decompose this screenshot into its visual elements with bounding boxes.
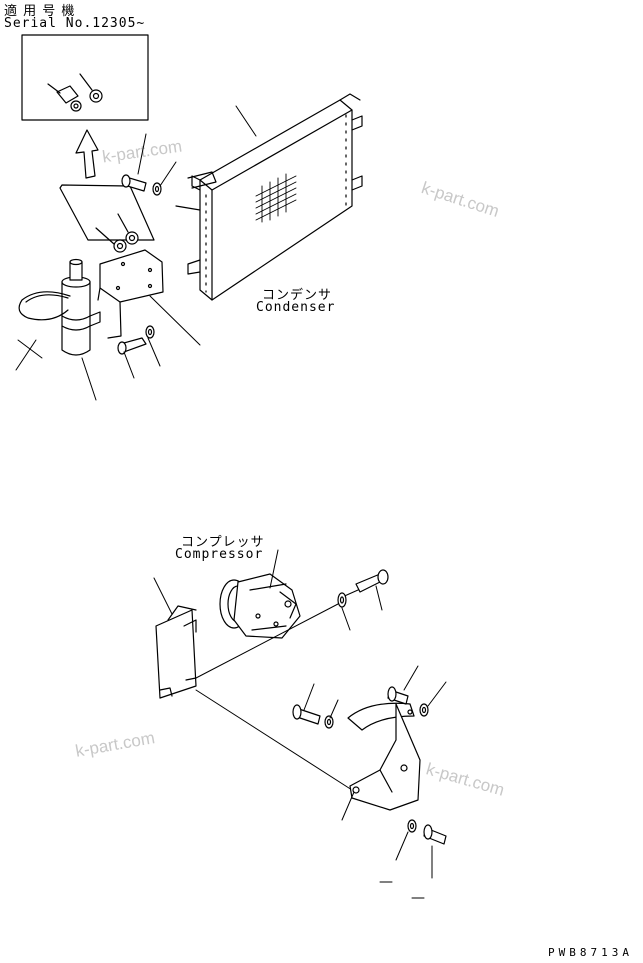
- figure-code: PWB8713A: [548, 946, 633, 959]
- compressor-bolt-upper: [356, 570, 388, 592]
- receiver-bracket-detail: [60, 185, 154, 252]
- receiver-bolt: [118, 338, 146, 354]
- receiver-mount-plate: [98, 250, 163, 338]
- detail-up-arrow: [76, 130, 98, 178]
- condenser-bolt-top: [122, 175, 146, 191]
- receiver-clamp-band: [19, 292, 70, 320]
- bracket-bolt-right: [388, 687, 408, 704]
- condenser: [176, 94, 362, 300]
- bracket-washer-right: [420, 704, 428, 716]
- applicable-serial-label-jp: 適 用 号 機: [4, 4, 76, 19]
- compressor-label-en: Compressor: [175, 547, 264, 562]
- serial-inset-detail-box: [22, 35, 148, 120]
- bracket-washer-bottom: [408, 820, 416, 832]
- compressor-mount-bracket-lower: [348, 703, 420, 810]
- serial-number-label: Serial No.12305~: [4, 16, 146, 31]
- leader-lines-upper: [16, 106, 256, 400]
- leader-lines-lower: [154, 550, 446, 898]
- compressor-washer-upper: [338, 593, 346, 607]
- condenser-washer-top: [153, 183, 161, 195]
- compressor-mount-bracket-left: [156, 606, 196, 698]
- condenser-label-jp: コンデンサ: [262, 288, 333, 303]
- condenser-label-en: Condenser: [256, 300, 336, 315]
- bracket-washer-mid: [325, 716, 333, 728]
- compressor: [220, 574, 300, 638]
- receiver-washer: [146, 326, 154, 338]
- compressor-label-jp: コンプレッサ: [181, 535, 265, 550]
- bracket-bolt-bottom: [424, 825, 446, 844]
- bracket-bolt-mid: [293, 705, 320, 724]
- receiver-drier: [62, 260, 100, 356]
